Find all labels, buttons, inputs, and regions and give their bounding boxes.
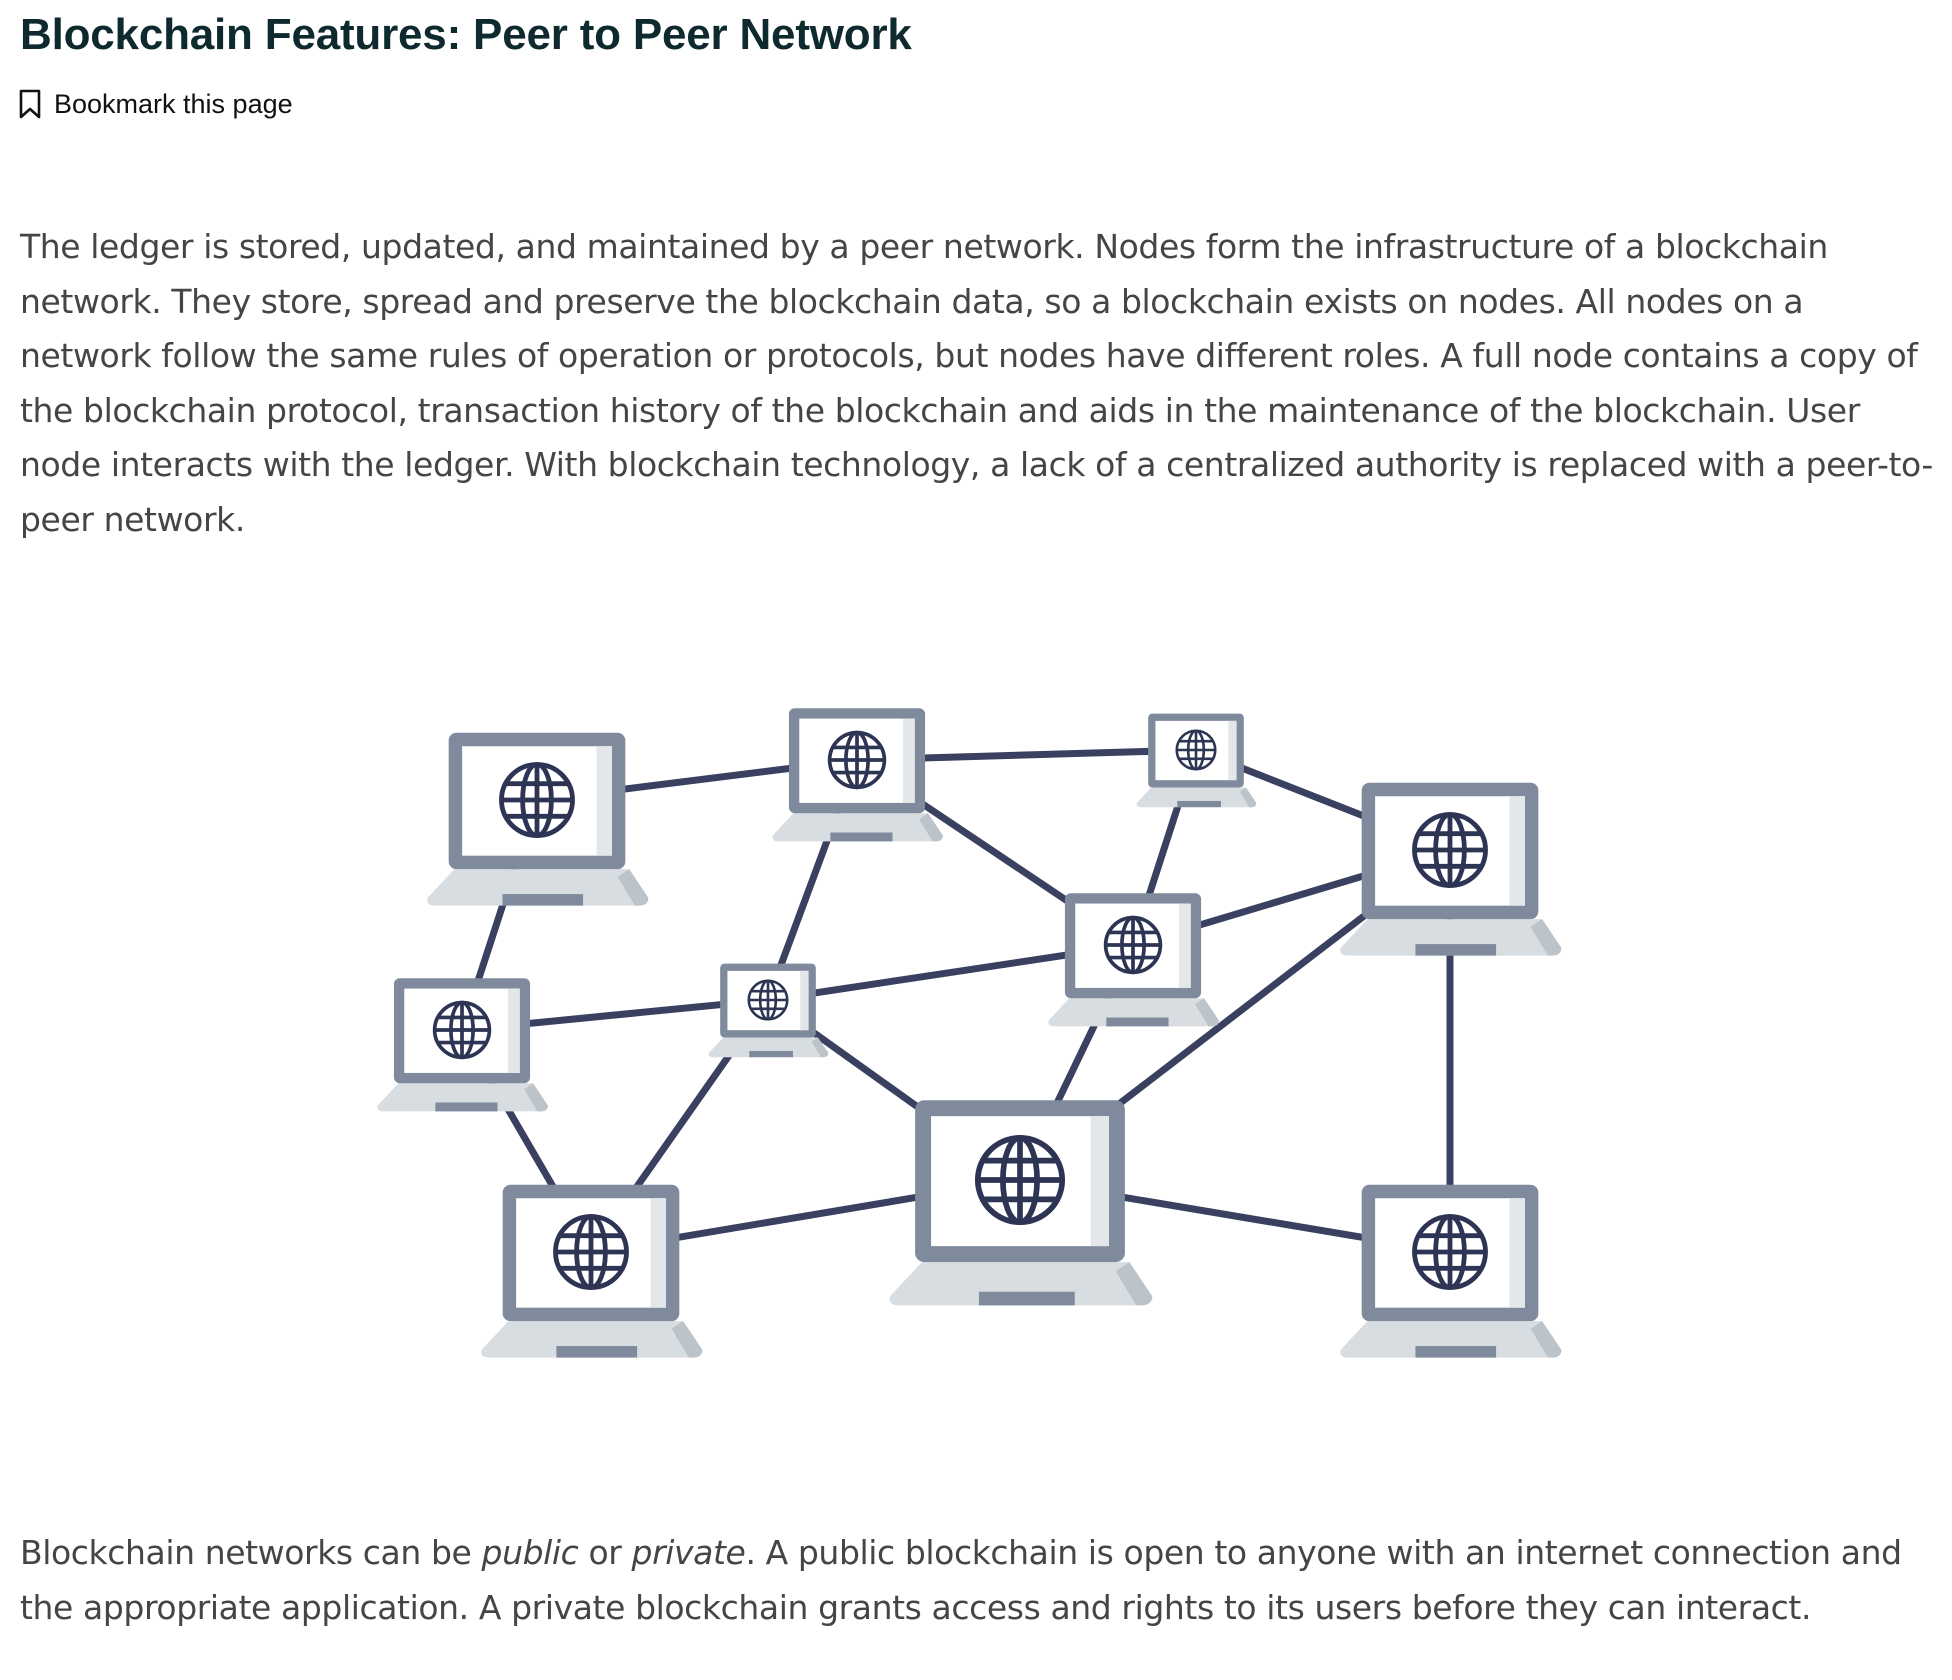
bookmark-label: Bookmark this page bbox=[54, 88, 293, 119]
globe-icon bbox=[1175, 729, 1217, 771]
laptop-icon bbox=[1136, 713, 1257, 808]
globe-icon bbox=[553, 1214, 629, 1290]
laptop-icon bbox=[1048, 893, 1219, 1027]
globe-icon bbox=[499, 762, 575, 838]
bookmark-button[interactable]: Bookmark this page bbox=[12, 84, 299, 124]
laptop-icon bbox=[708, 963, 829, 1058]
laptop-icon bbox=[889, 1100, 1153, 1306]
globe-icon bbox=[1412, 1214, 1488, 1290]
laptop-icon bbox=[1340, 782, 1562, 956]
globe-icon bbox=[432, 1000, 492, 1060]
bookmark-icon bbox=[18, 89, 42, 119]
globe-icon bbox=[1412, 812, 1488, 888]
laptop-icon bbox=[772, 708, 943, 842]
paragraph-text: or bbox=[578, 1533, 632, 1572]
laptop-icon bbox=[377, 978, 548, 1112]
public-private-paragraph: Blockchain networks can be public or pri… bbox=[20, 1526, 1935, 1635]
globe-icon bbox=[827, 730, 887, 790]
laptop-icon bbox=[1340, 1184, 1562, 1358]
laptop-icon bbox=[481, 1184, 703, 1358]
globe-icon bbox=[974, 1134, 1066, 1226]
public-term: public bbox=[481, 1533, 579, 1572]
page-title: Blockchain Features: Peer to Peer Networ… bbox=[20, 10, 912, 59]
private-term: private bbox=[631, 1533, 746, 1572]
peer-network-diagram bbox=[362, 698, 1582, 1382]
globe-icon bbox=[747, 979, 789, 1021]
paragraph-text: Blockchain networks can be bbox=[20, 1533, 482, 1572]
globe-icon bbox=[1103, 915, 1163, 975]
intro-paragraph: The ledger is stored, updated, and maint… bbox=[20, 227, 1933, 539]
laptop-icon bbox=[427, 732, 649, 906]
paragraph-text: . A public blockchain is open to anyone … bbox=[20, 1533, 1902, 1627]
network-illustration bbox=[377, 708, 1562, 1358]
